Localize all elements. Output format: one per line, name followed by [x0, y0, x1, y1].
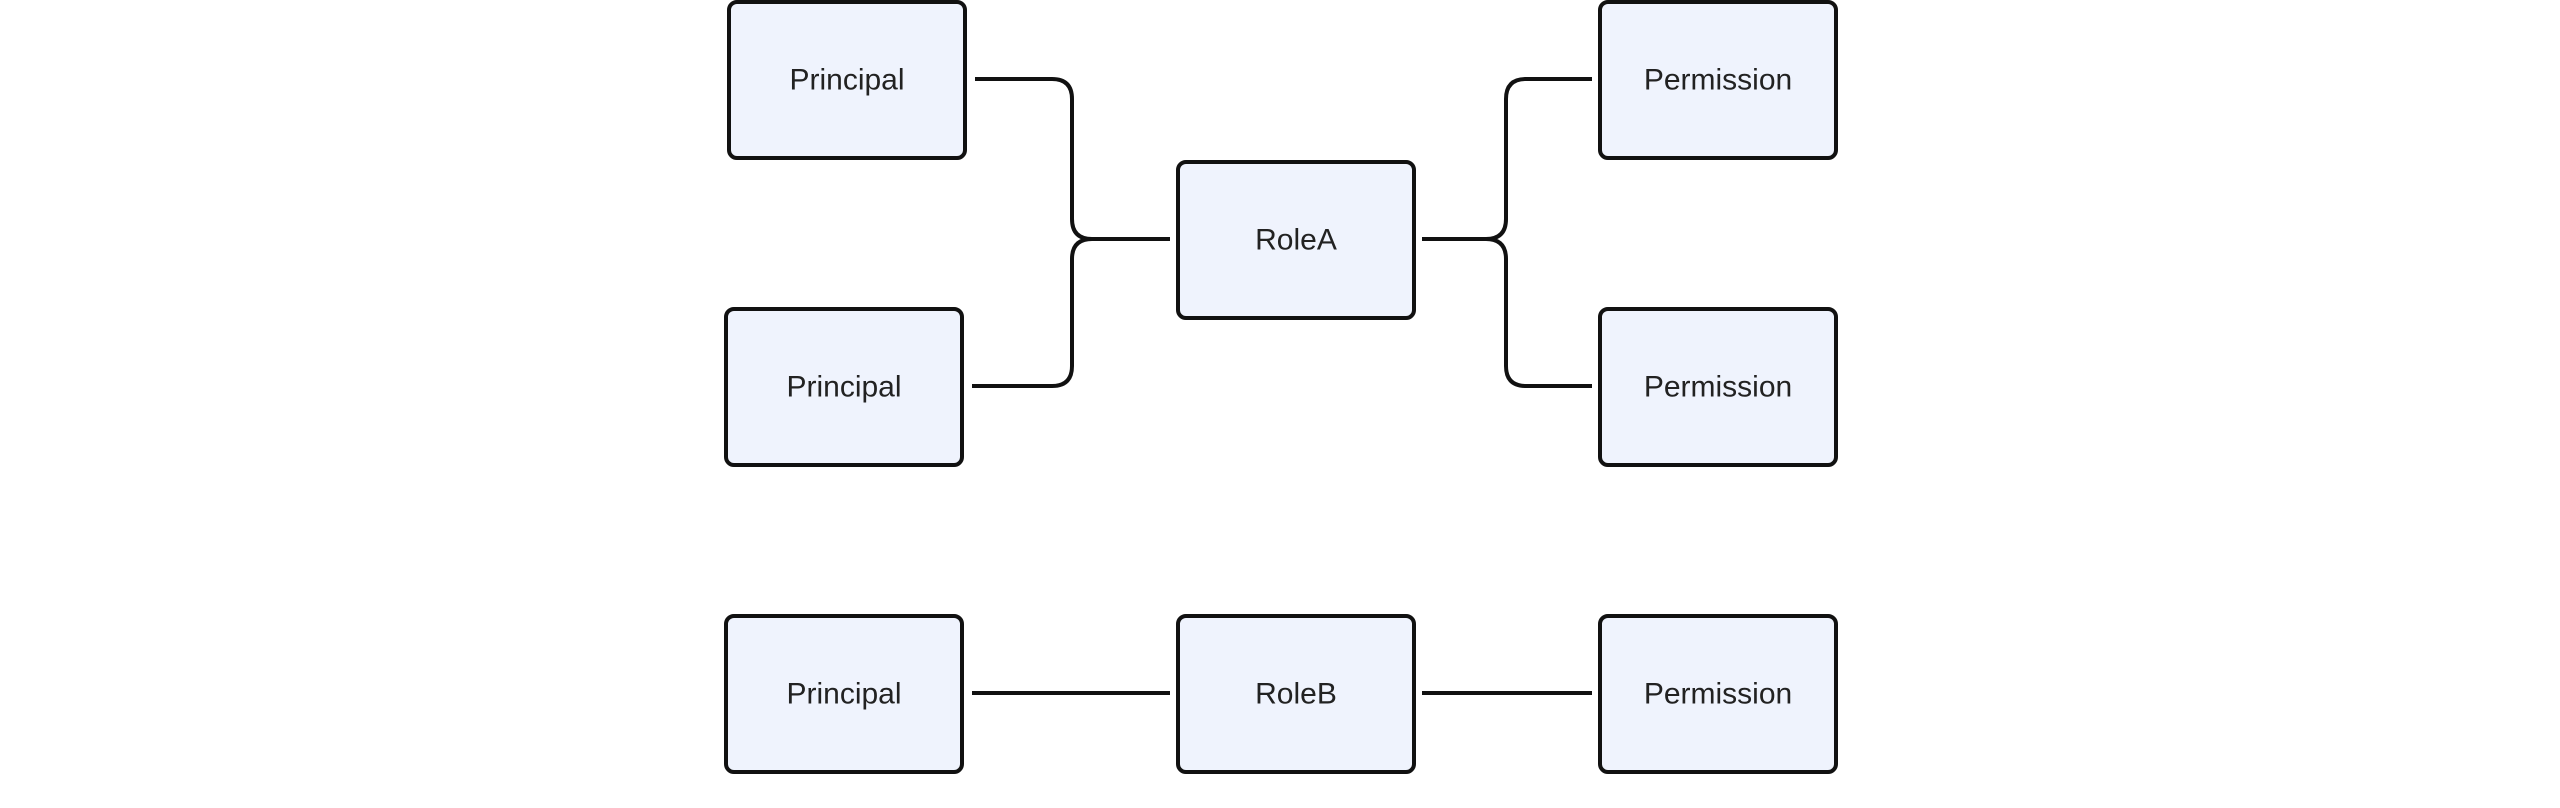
node-principal-a2-box — [724, 307, 964, 467]
node-permission-b-box — [1598, 614, 1838, 774]
node-principal-b[interactable]: Principal — [724, 614, 964, 774]
node-permission-a2-label: Permission — [1644, 371, 1792, 404]
node-principal-b-label: Principal — [786, 678, 901, 711]
node-permission-a1-label: Permission — [1644, 64, 1792, 97]
node-permission-b-label: Permission — [1644, 678, 1792, 711]
edge-principal-a1-to-role-a — [975, 77, 1170, 241]
node-role-a[interactable]: RoleA — [1176, 160, 1416, 320]
node-role-b-box — [1176, 614, 1416, 774]
edge-role-a-to-permission-a1 — [1422, 77, 1592, 241]
edge-role-a-to-permission-a2 — [1422, 237, 1592, 388]
node-role-b-label: RoleB — [1255, 678, 1337, 711]
node-permission-a1[interactable]: Permission — [1598, 0, 1838, 160]
node-role-b[interactable]: RoleB — [1176, 614, 1416, 774]
connectors — [972, 77, 1592, 695]
node-principal-b-box — [724, 614, 964, 774]
node-principal-a1-label: Principal — [789, 64, 904, 97]
node-principal-a2-label: Principal — [786, 371, 901, 404]
edge-principal-a2-to-role-a — [972, 237, 1170, 388]
node-permission-a2-box — [1598, 307, 1838, 467]
node-permission-a1-box — [1598, 0, 1838, 160]
node-role-a-box — [1176, 160, 1416, 320]
node-role-a-label: RoleA — [1255, 224, 1337, 257]
node-permission-b[interactable]: Permission — [1598, 614, 1838, 774]
node-principal-a1-box — [727, 0, 967, 160]
node-principal-a1[interactable]: Principal — [727, 0, 967, 160]
node-principal-a2[interactable]: Principal — [724, 307, 964, 467]
node-permission-a2[interactable]: Permission — [1598, 307, 1838, 467]
